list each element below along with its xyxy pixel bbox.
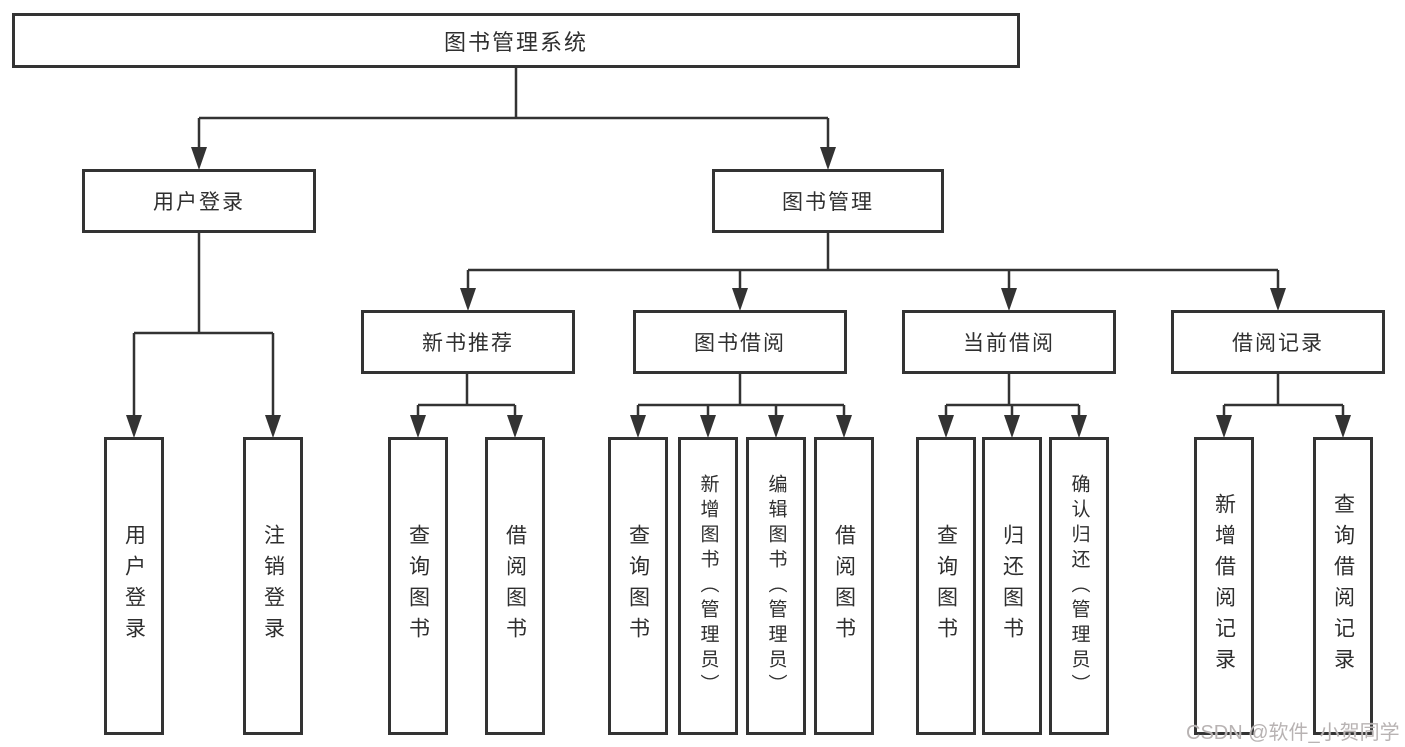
leaf-borrow-books-recommend: 借阅图书 <box>485 437 545 735</box>
node-new-book-recommendation: 新书推荐 <box>361 310 575 374</box>
leaf-user-login-label: 用户登录 <box>122 524 146 648</box>
leaf-borrow-books: 借阅图书 <box>814 437 874 735</box>
leaf-query-borrow-record-label: 查询借阅记录 <box>1331 493 1355 679</box>
leaf-return-books-label: 归还图书 <box>1000 524 1024 648</box>
node-new-book-recommendation-label: 新书推荐 <box>422 332 514 355</box>
leaf-return-books: 归还图书 <box>982 437 1042 735</box>
node-book-management: 图书管理 <box>712 169 944 233</box>
leaf-borrow-books-recommend-label: 借阅图书 <box>503 524 527 648</box>
leaf-confirm-return-admin: 确认归还（管理员） <box>1049 437 1109 735</box>
csdn-watermark: CSDN @软件_小贺同学 <box>1186 722 1400 744</box>
node-root: 图书管理系统 <box>12 13 1020 68</box>
leaf-query-books-borrowing: 查询图书 <box>608 437 668 735</box>
leaf-query-borrow-record: 查询借阅记录 <box>1313 437 1373 735</box>
node-current-borrowing-label: 当前借阅 <box>963 332 1055 355</box>
leaf-query-books-current-label: 查询图书 <box>934 524 958 648</box>
node-book-borrowing: 图书借阅 <box>633 310 847 374</box>
node-user-login-label: 用户登录 <box>153 191 245 214</box>
leaf-logout: 注销登录 <box>243 437 303 735</box>
node-book-borrowing-label: 图书借阅 <box>694 332 786 355</box>
leaf-logout-label: 注销登录 <box>261 524 285 648</box>
node-user-login: 用户登录 <box>82 169 316 233</box>
leaf-query-books-recommend: 查询图书 <box>388 437 448 735</box>
node-current-borrowing: 当前借阅 <box>902 310 1116 374</box>
node-book-management-label: 图书管理 <box>782 191 874 214</box>
leaf-query-books-borrowing-label: 查询图书 <box>626 524 650 648</box>
node-root-label: 图书管理系统 <box>443 29 588 55</box>
node-borrowing-records-label: 借阅记录 <box>1232 332 1324 355</box>
leaf-edit-books-admin-label: 编辑图书（管理员） <box>765 473 787 699</box>
leaf-add-borrow-record: 新增借阅记录 <box>1194 437 1254 735</box>
leaf-add-borrow-record-label: 新增借阅记录 <box>1212 493 1236 679</box>
leaf-query-books-recommend-label: 查询图书 <box>406 524 430 648</box>
node-borrowing-records: 借阅记录 <box>1171 310 1385 374</box>
leaf-add-books-admin-label: 新增图书（管理员） <box>697 473 719 699</box>
leaf-edit-books-admin: 编辑图书（管理员） <box>746 437 806 735</box>
leaf-add-books-admin: 新增图书（管理员） <box>678 437 738 735</box>
leaf-query-books-current: 查询图书 <box>916 437 976 735</box>
leaf-confirm-return-admin-label: 确认归还（管理员） <box>1068 473 1090 699</box>
leaf-user-login: 用户登录 <box>104 437 164 735</box>
leaf-borrow-books-label: 借阅图书 <box>832 524 856 648</box>
